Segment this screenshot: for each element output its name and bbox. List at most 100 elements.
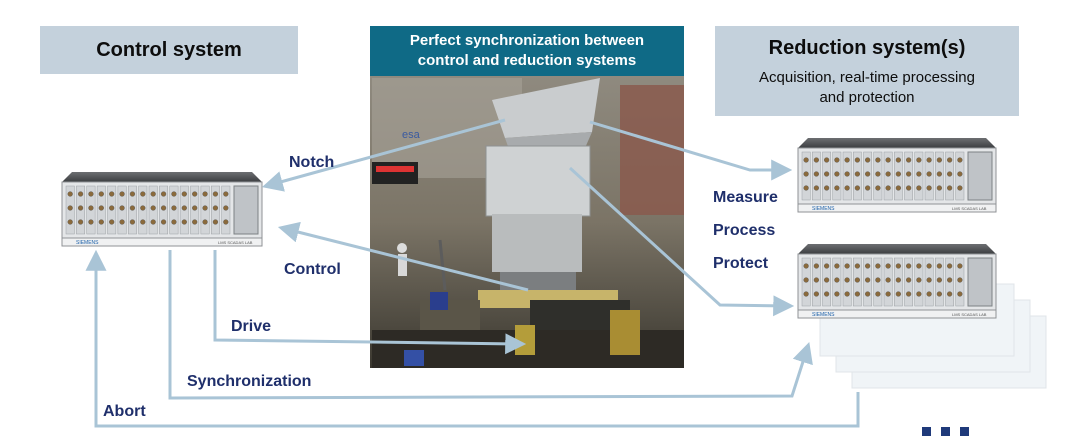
rack-connector	[160, 191, 167, 197]
rack-connector	[119, 191, 125, 197]
reduction-rack-1: SIEMENS LMS SCADAS LAB	[797, 138, 997, 213]
rack-connector	[906, 291, 912, 297]
rack-connector	[947, 157, 953, 163]
rack-connector	[88, 219, 94, 225]
rack-connector	[824, 157, 830, 163]
rack-connector	[223, 219, 229, 225]
control-rack: SIEMENS LMS SCADAS LAB	[61, 172, 263, 247]
process-label: Process	[713, 222, 776, 239]
rack-control-panel	[967, 151, 993, 201]
rack-connector	[947, 171, 953, 177]
rack-connector	[813, 291, 819, 297]
rack-connector	[875, 185, 881, 191]
rack-connector	[140, 191, 146, 197]
rack-connector	[936, 291, 942, 297]
rack-connector	[212, 219, 219, 225]
control-rack-model: LMS SCADAS LAB	[218, 240, 253, 245]
control-arrow	[277, 221, 529, 292]
rack-connector	[957, 185, 963, 191]
rack-connector	[854, 171, 860, 177]
sync-header: Perfect synchronization between control …	[370, 26, 684, 76]
rack-connector	[129, 205, 136, 211]
rack-connector	[834, 185, 840, 191]
rack-connector	[936, 157, 942, 163]
rack-connector	[906, 277, 912, 283]
rack-connector	[67, 191, 73, 197]
rack-connector	[885, 171, 891, 177]
rack-connector	[824, 277, 830, 283]
rack-connector	[813, 157, 819, 163]
esa-logo-text: esa	[402, 129, 421, 141]
sync-title-line1: Perfect synchronization between	[409, 32, 645, 49]
rack-connector	[926, 171, 932, 177]
rack-connector	[192, 191, 198, 197]
rack-connector	[916, 157, 922, 163]
rack-connector	[181, 205, 187, 211]
control-system-header: Control system	[40, 26, 298, 74]
rack-connector	[936, 171, 942, 177]
rack-connector	[854, 157, 860, 163]
reduction-rack-2-brand: SIEMENS	[812, 312, 835, 318]
reduction-rack-1-brand: SIEMENS	[812, 206, 835, 212]
rack-connector	[212, 205, 219, 211]
rack-connector	[109, 205, 115, 211]
rack-control-panel	[233, 185, 259, 235]
rack-connector	[906, 263, 912, 269]
rack-connector	[160, 205, 167, 211]
synchronization-arrow	[168, 250, 813, 400]
rack-connector	[854, 185, 860, 191]
rack-connector	[916, 263, 922, 269]
rack-connector	[916, 291, 922, 297]
rack-connector	[119, 205, 125, 211]
reduction-rack-2-model: LMS SCADAS LAB	[952, 312, 987, 317]
rack-connector	[223, 191, 229, 197]
rack-connector	[854, 291, 860, 297]
measure-label: Measure	[713, 189, 778, 206]
rack-connector	[865, 185, 871, 191]
rack-connector	[957, 263, 963, 269]
rack-connector	[936, 263, 942, 269]
rack-connector	[803, 263, 809, 269]
rack-connector	[192, 205, 198, 211]
rack-connector	[957, 171, 963, 177]
rack-connector	[119, 219, 125, 225]
synchronization-label: Synchronization	[187, 373, 312, 390]
rack-connector	[129, 191, 136, 197]
rack-connector	[834, 277, 840, 283]
reduction-system-subtitle-line1: Acquisition, real-time processing	[759, 69, 975, 86]
rack-connector	[895, 277, 901, 283]
rack-connector	[844, 277, 850, 283]
rack-connector	[171, 219, 177, 225]
rack-connector	[202, 205, 208, 211]
rack-connector	[803, 277, 809, 283]
rack-connector	[844, 291, 850, 297]
reduction-rack-1-model: LMS SCADAS LAB	[952, 206, 987, 211]
rack-connector	[824, 185, 830, 191]
rack-connector	[834, 263, 840, 269]
rack-connector	[98, 205, 104, 211]
rack-connector	[895, 185, 901, 191]
rack-connector	[875, 263, 881, 269]
rack-connector	[140, 205, 146, 211]
rack-connector	[212, 191, 219, 197]
rack-connector	[875, 277, 881, 283]
rack-connector	[885, 291, 891, 297]
rack-connector	[947, 263, 953, 269]
rack-connector	[98, 219, 104, 225]
rack-connector	[875, 157, 881, 163]
rack-connector	[77, 205, 84, 211]
rack-connector	[844, 263, 850, 269]
control-label: Control	[284, 261, 341, 278]
rack-connector	[98, 191, 104, 197]
rack-connector	[936, 277, 942, 283]
rack-connector	[834, 171, 840, 177]
rack-connector	[844, 157, 850, 163]
rack-connector	[895, 291, 901, 297]
more-systems-ellipsis: ...	[922, 425, 972, 437]
rack-connector	[947, 277, 953, 283]
reduction-system-header: Reduction system(s) Acquisition, real-ti…	[715, 26, 1019, 116]
rack-connector	[865, 291, 871, 297]
rack-connector	[885, 263, 891, 269]
rack-connector	[67, 219, 73, 225]
